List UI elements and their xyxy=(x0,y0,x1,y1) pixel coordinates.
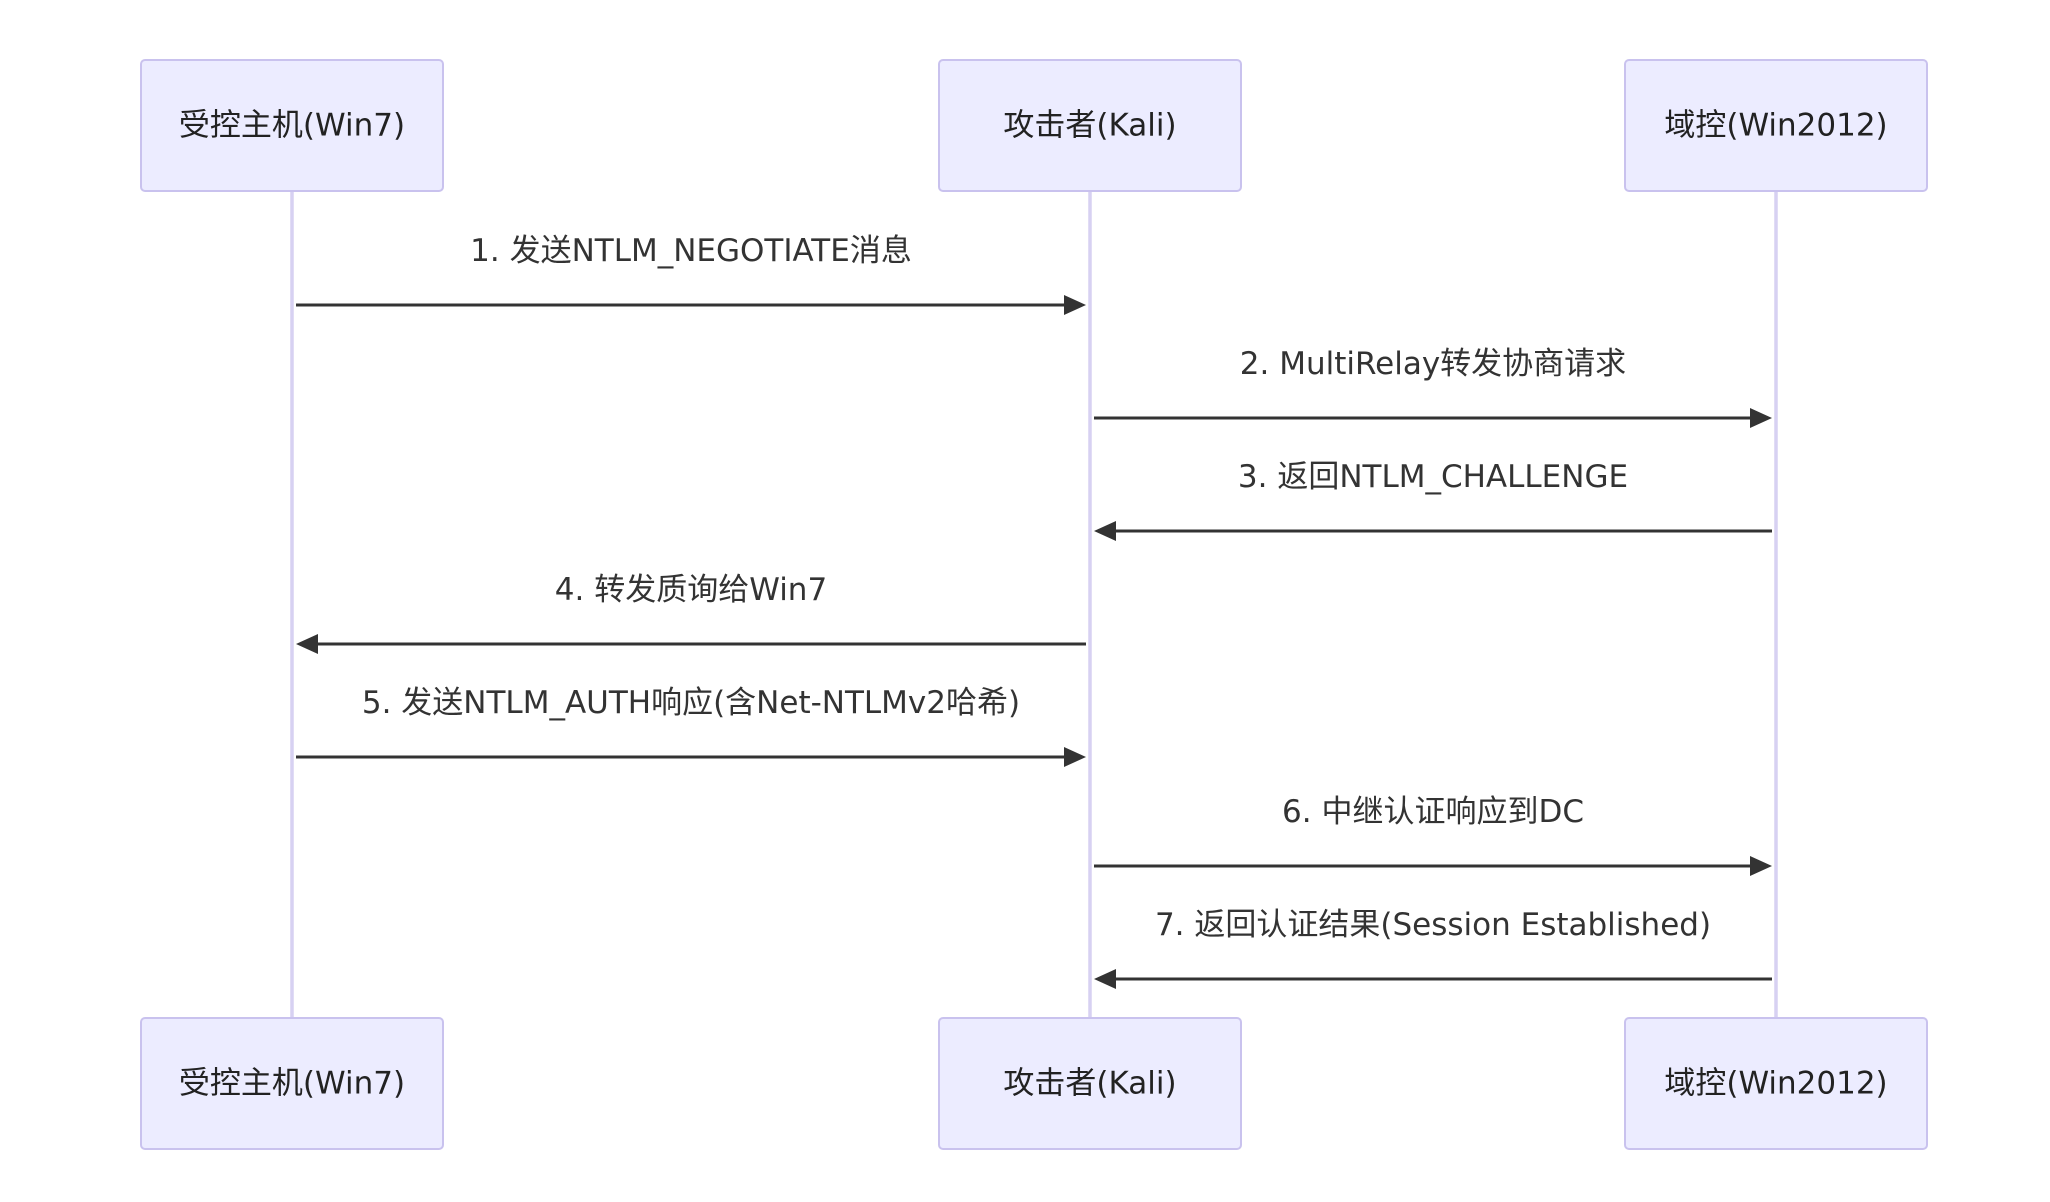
actor-win7-bottom: 受控主机(Win7) xyxy=(140,1017,444,1150)
message-label: 6. 中继认证响应到DC xyxy=(1282,794,1584,830)
message-label: 2. MultiRelay转发协商请求 xyxy=(1240,346,1626,382)
message-5: 5. 发送NTLM_AUTH响应(含Net-NTLMv2哈希) xyxy=(296,685,1086,767)
message-6: 6. 中继认证响应到DC xyxy=(1094,794,1772,876)
actor-label: 受控主机(Win7) xyxy=(179,108,405,144)
message-arrowhead xyxy=(1094,521,1116,541)
message-label: 4. 转发质询给Win7 xyxy=(555,572,827,608)
message-arrowhead xyxy=(1750,856,1772,876)
message-7: 7. 返回认证结果(Session Established) xyxy=(1094,907,1772,989)
actor-box xyxy=(140,1017,444,1150)
message-label: 5. 发送NTLM_AUTH响应(含Net-NTLMv2哈希) xyxy=(362,685,1020,721)
message-3: 3. 返回NTLM_CHALLENGE xyxy=(1094,459,1772,541)
message-arrowhead xyxy=(1064,747,1086,767)
actor-label: 攻击者(Kali) xyxy=(1003,108,1176,144)
message-arrowhead xyxy=(296,634,318,654)
message-4: 4. 转发质询给Win7 xyxy=(296,572,1086,654)
message-arrowhead xyxy=(1750,408,1772,428)
actor-label: 受控主机(Win7) xyxy=(179,1066,405,1102)
actor-label: 攻击者(Kali) xyxy=(1003,1066,1176,1102)
actor-label: 域控(Win2012) xyxy=(1664,108,1887,144)
actor-dc-bottom: 域控(Win2012) xyxy=(1624,1017,1928,1150)
actor-box xyxy=(1624,1017,1928,1150)
actor-kali-bottom: 攻击者(Kali) xyxy=(938,1017,1242,1150)
message-2: 2. MultiRelay转发协商请求 xyxy=(1094,346,1772,428)
actor-kali-top: 攻击者(Kali) xyxy=(938,59,1242,192)
actor-box xyxy=(1624,59,1928,192)
actor-dc-top: 域控(Win2012) xyxy=(1624,59,1928,192)
actor-label: 域控(Win2012) xyxy=(1664,1066,1887,1102)
actor-box xyxy=(938,1017,1242,1150)
message-label: 1. 发送NTLM_NEGOTIATE消息 xyxy=(470,233,912,269)
message-arrowhead xyxy=(1064,295,1086,315)
actor-box xyxy=(938,59,1242,192)
actor-win7-top: 受控主机(Win7) xyxy=(140,59,444,192)
message-arrowhead xyxy=(1094,969,1116,989)
message-label: 3. 返回NTLM_CHALLENGE xyxy=(1238,459,1628,495)
actor-box xyxy=(140,59,444,192)
message-label: 7. 返回认证结果(Session Established) xyxy=(1155,907,1711,943)
message-1: 1. 发送NTLM_NEGOTIATE消息 xyxy=(296,233,1086,315)
